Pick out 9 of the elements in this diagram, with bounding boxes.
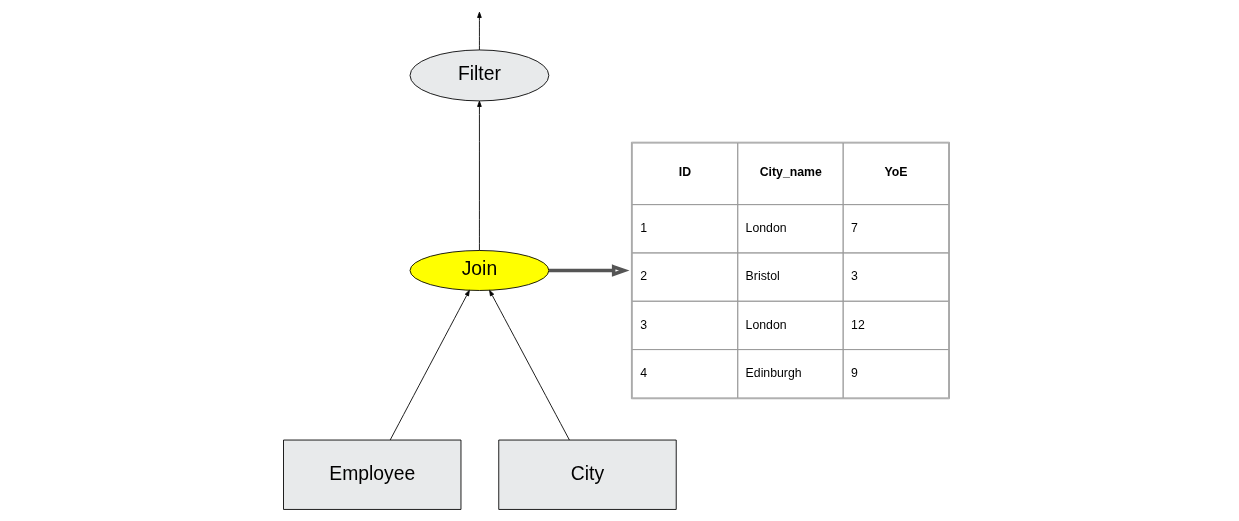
node-ellipse: Join	[409, 250, 549, 291]
node-box: City	[497, 439, 677, 510]
arrow	[488, 289, 570, 441]
arrow	[389, 289, 470, 441]
node-box: Employee	[282, 439, 461, 510]
arrow	[476, 11, 482, 51]
node-ellipse: Filter	[409, 49, 549, 102]
arrow	[548, 264, 629, 277]
arrow	[476, 100, 482, 251]
